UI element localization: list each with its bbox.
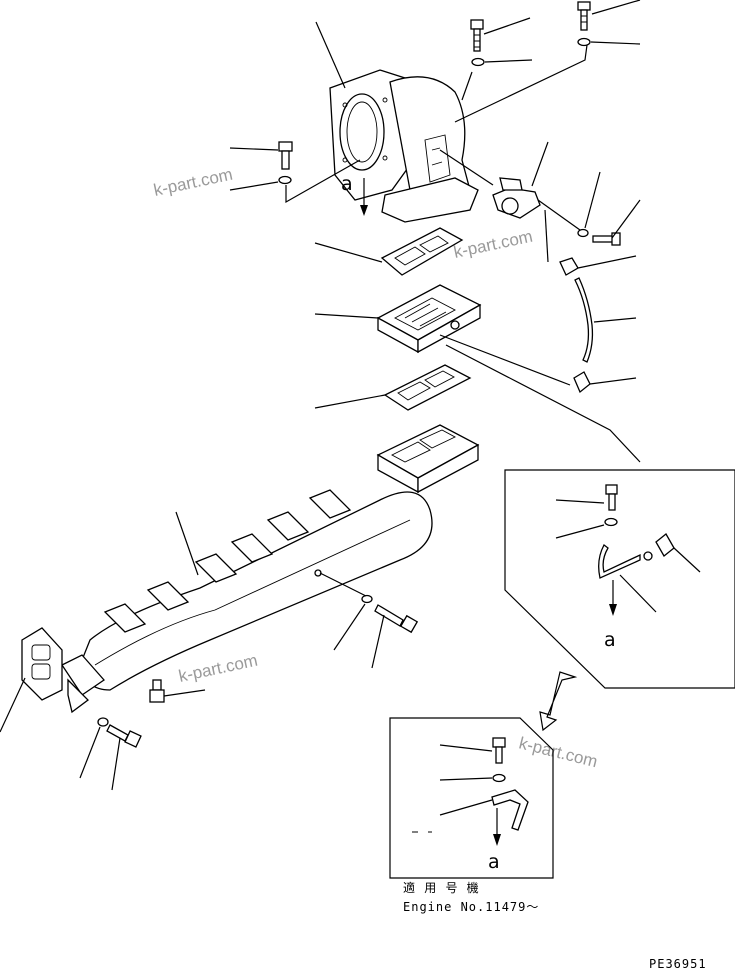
bolt-icon [278,141,293,170]
washer-icon [604,517,618,527]
bracket-icon [491,789,529,831]
washer-icon [471,57,485,67]
bent-tube [598,544,641,579]
watermark: k-part.com [517,733,600,771]
washer-icon [97,717,109,727]
view-arrow-label: a [604,629,616,651]
gasket [380,227,464,276]
view-arrow-label: a [488,851,500,873]
exhaust-manifold [79,424,480,691]
drawing-number: PE36951 [649,957,707,971]
spacer-block [376,284,482,354]
end-gasket [21,627,63,701]
bolt-icon [605,484,618,511]
bolt-icon [374,604,419,634]
bolt-icon [492,737,506,764]
washer-icon [577,228,589,238]
detail-inset-box [504,469,735,689]
turbocharger-housing [329,69,479,223]
washer-icon [278,175,292,185]
pipe-fitting [573,371,591,394]
watermark: k-part.com [452,227,534,262]
view-arrow-label: a [341,173,353,195]
bolt-icon [106,724,142,748]
oil-pipe [574,277,594,363]
watermark: k-part.com [152,165,234,200]
applicability-caption: Engine No.11479～ [403,900,539,914]
washer-icon [361,594,373,604]
gasket [383,364,472,411]
washer-icon [492,773,506,783]
applicability-caption-jp: 適 用 号 機 [403,880,480,895]
bolt-icon [577,1,591,31]
bolt-icon [470,19,484,52]
end-flange [61,654,105,714]
wastegate-valve [492,177,541,219]
detail-inset-box [389,717,554,879]
washer-icon [577,37,591,47]
watermark: k-part.com [177,651,259,686]
drain-cock-icon [149,679,165,703]
direction-arrow [539,671,578,732]
pipe-fitting [559,257,579,276]
bolt-icon [592,232,621,246]
